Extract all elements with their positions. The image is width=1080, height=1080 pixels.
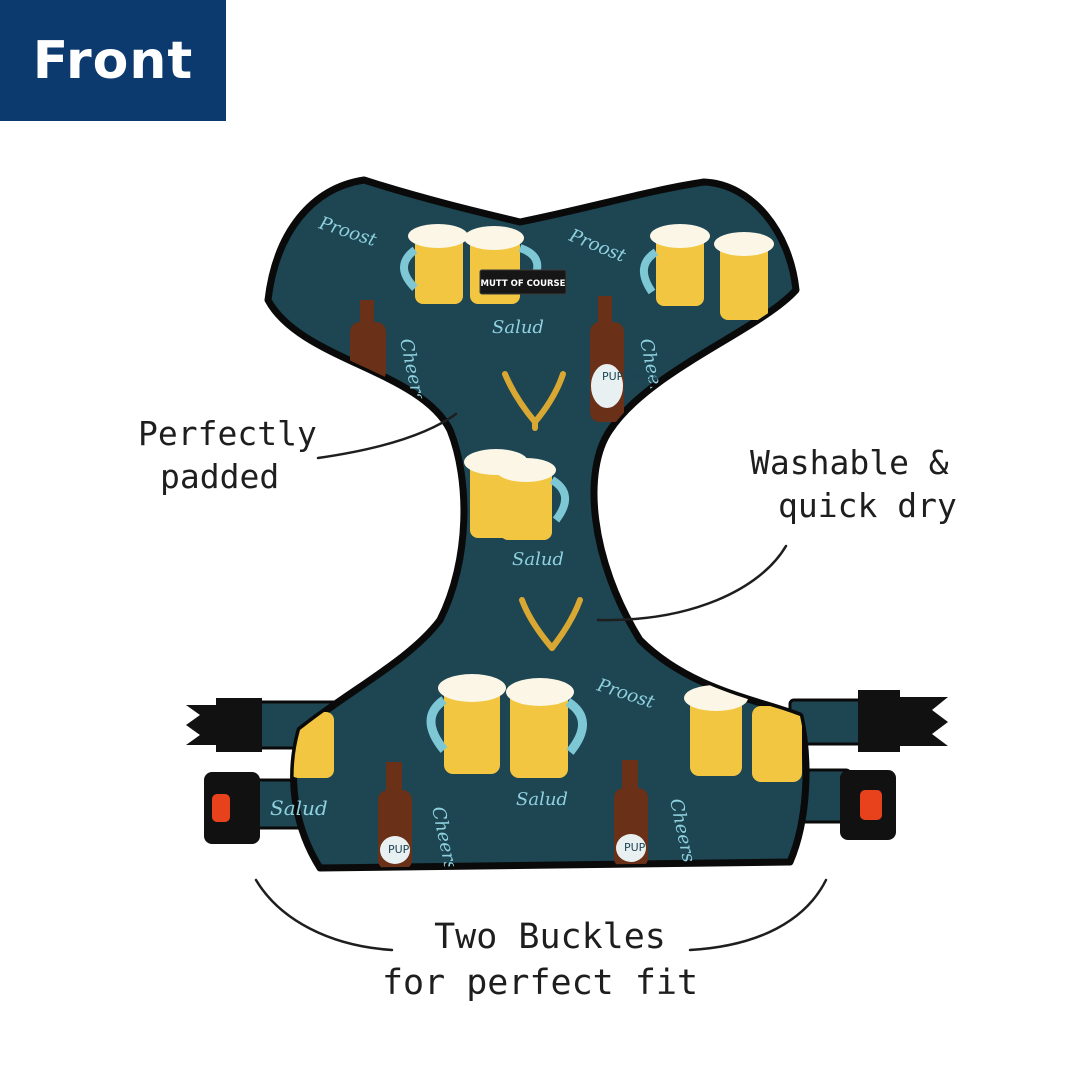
callout-washable-line2: quick dry — [778, 485, 957, 525]
beer-mug-icon — [426, 674, 587, 778]
callout-washable-line1: Washable & — [750, 443, 949, 482]
padded-leader-line — [316, 412, 458, 460]
front-view-label: Front — [32, 30, 194, 91]
wheat-icon — [519, 597, 583, 651]
print-word-salud: Salud — [492, 317, 544, 338]
callout-padded-line1: Perfectly — [138, 414, 317, 453]
print-word-salud: Salud — [512, 549, 564, 570]
callout-buckles-line1: Two Buckles — [434, 917, 666, 957]
beer-mug-icon — [464, 449, 569, 540]
right-buckle-release-tab — [860, 790, 882, 820]
buckles-right-arc — [688, 878, 828, 952]
bottle-label-pup: PUP — [388, 843, 410, 856]
left-upper-buckle-icon — [186, 698, 262, 752]
washable-leader-line — [596, 544, 788, 622]
brand-label-tag: MUTT OF COURSE — [479, 269, 567, 295]
callout-perfectly-padded: Perfectly padded — [138, 413, 317, 499]
wheat-icon — [502, 371, 566, 431]
right-upper-buckle-icon — [858, 690, 948, 752]
beer-bottle-icon — [614, 760, 648, 868]
beer-bottle-icon — [590, 296, 624, 422]
callout-buckles-line2: for perfect fit — [381, 962, 699, 1003]
left-buckle-release-tab — [212, 794, 230, 822]
callout-two-buckles: Two Buckles for perfect fit — [380, 915, 700, 1006]
callout-padded-line2: padded — [160, 456, 280, 496]
callout-washable-quick-dry: Washable & quick dry — [750, 442, 957, 528]
brand-label-text: MUTT OF COURSE — [481, 279, 566, 289]
print-word-salud: Salud — [516, 789, 568, 810]
buckles-left-arc — [254, 878, 394, 952]
bottle-label-pup: PUP — [624, 841, 646, 854]
beer-mug-icon — [684, 685, 802, 782]
right-lower-buckle-icon — [840, 770, 896, 840]
strap-word-salud: Salud — [270, 796, 328, 820]
beer-mug-icon — [400, 224, 542, 304]
beer-mug-icon — [640, 224, 774, 320]
bottle-label-pup: PUP Weiss — [602, 370, 659, 383]
beer-bottle-icon — [378, 762, 412, 868]
left-lower-buckle-icon — [204, 772, 260, 844]
harness-body: Proost Proost Salud Cheers Cheers Salud … — [264, 176, 810, 872]
front-view-tag: Front — [0, 0, 226, 121]
